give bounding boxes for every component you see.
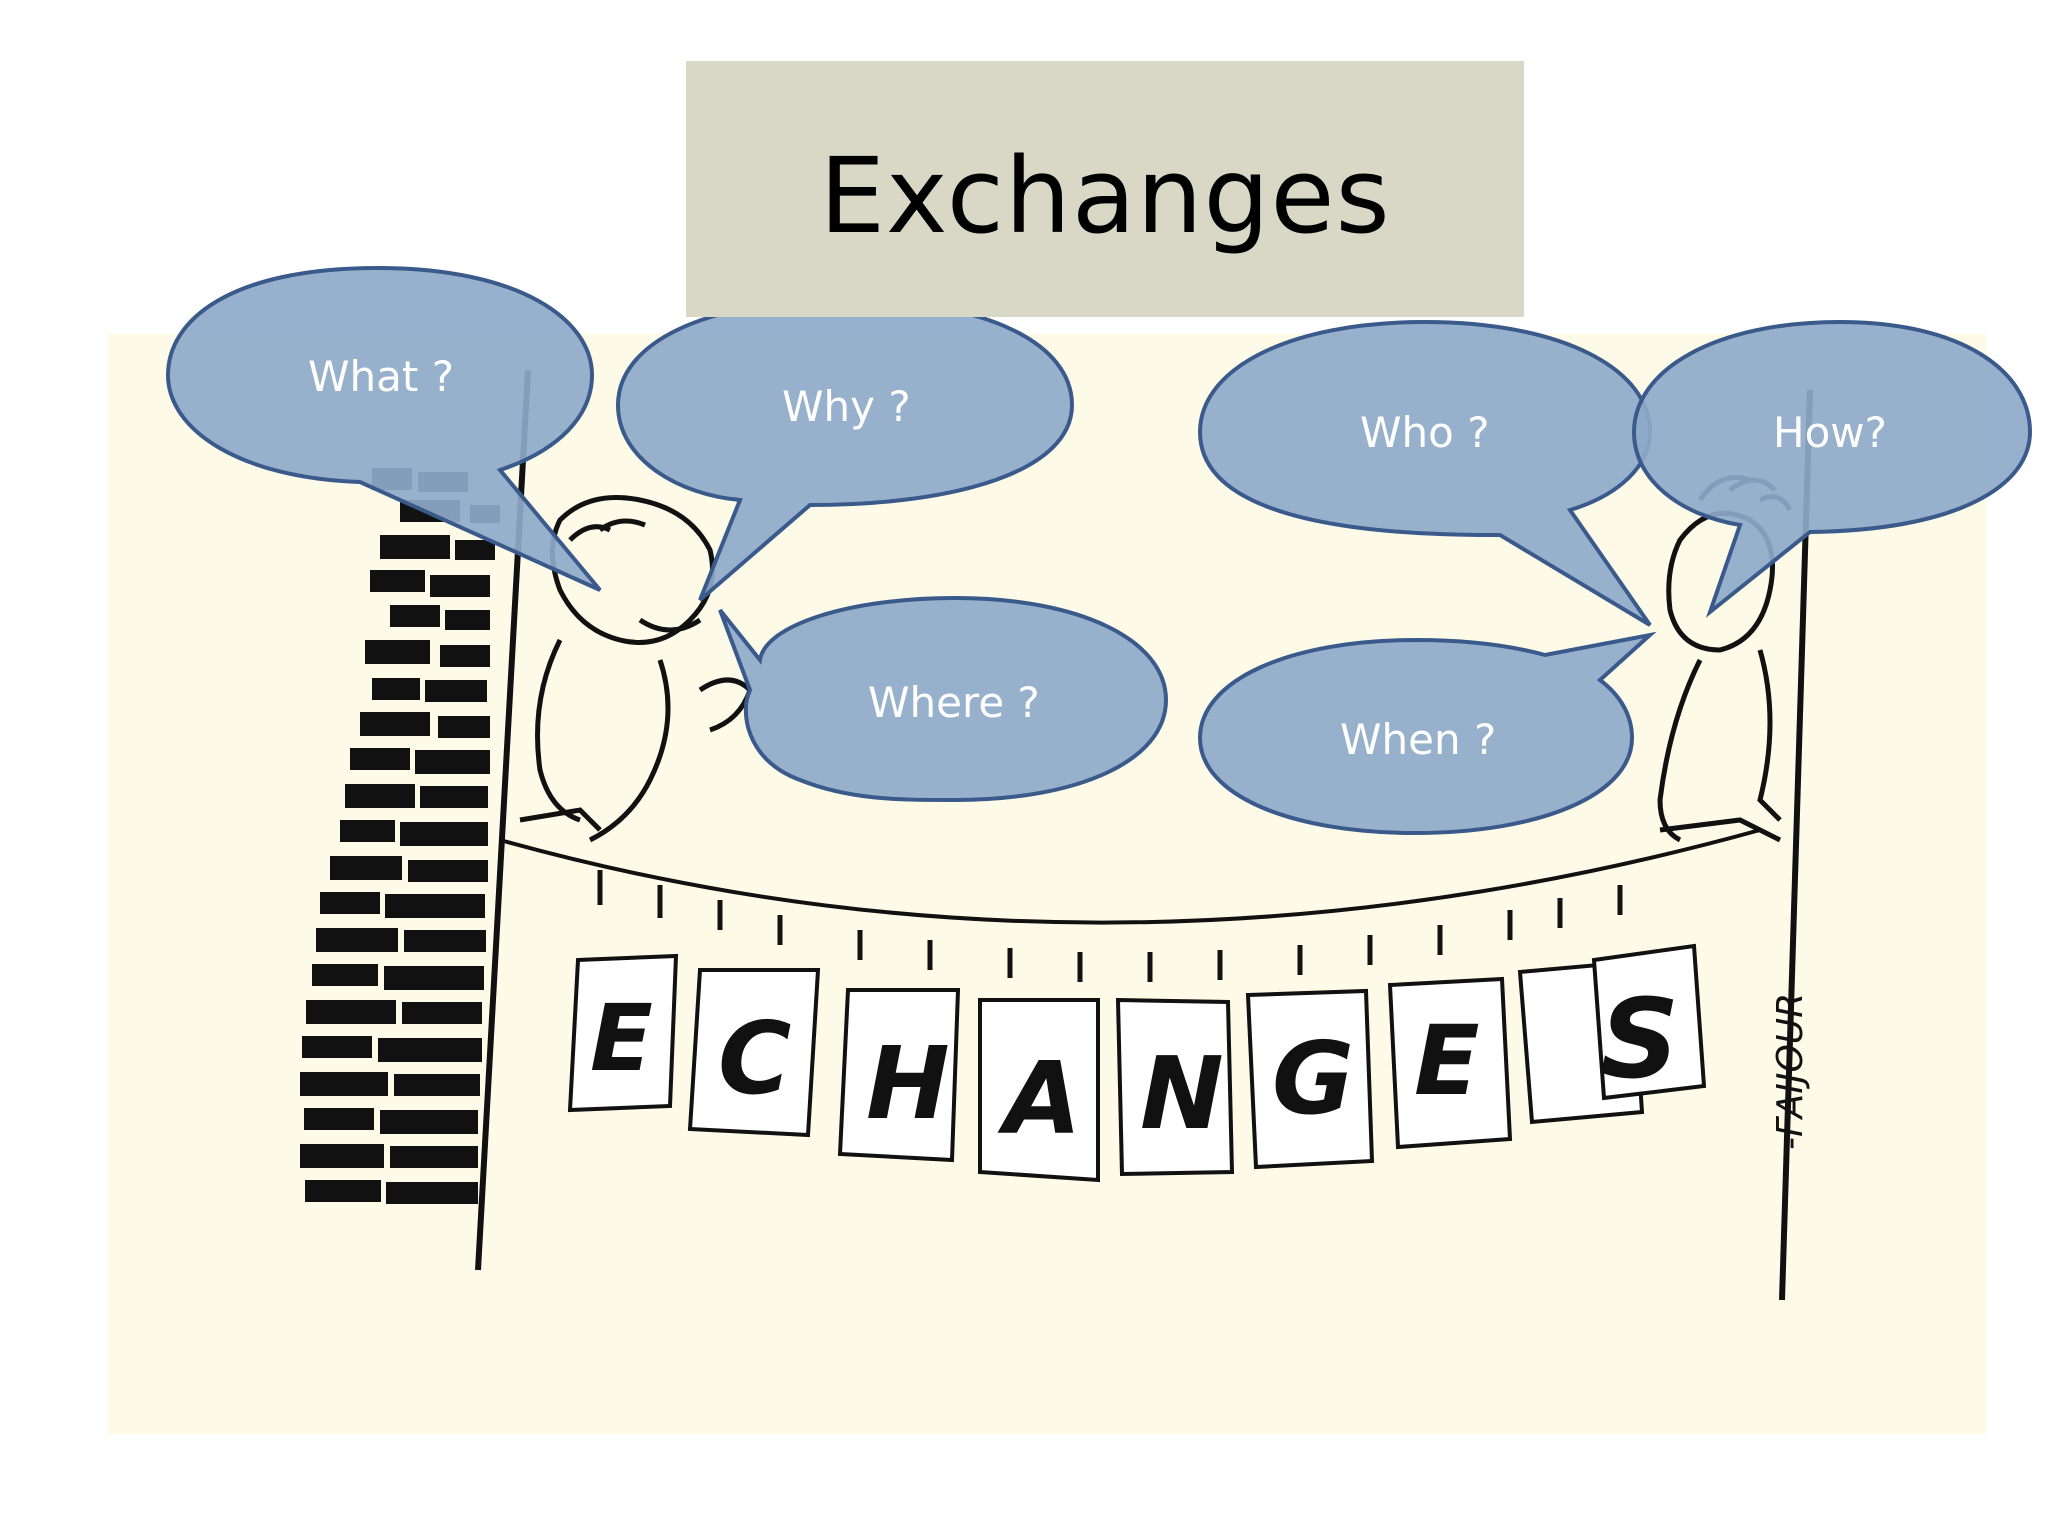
artist-signature: -FAIJOUR- — [1770, 979, 1811, 1150]
banner-letter-e1: E — [590, 985, 653, 1092]
left-character — [519, 495, 753, 843]
bubble-who — [1197, 319, 1653, 627]
bubble-label-why: Why ? — [782, 382, 911, 431]
banner-letter-c: C — [718, 1000, 792, 1117]
bubble-what — [165, 265, 602, 592]
banner-letter-a: A — [1004, 1040, 1082, 1157]
banner-letter-h: H — [866, 1025, 950, 1142]
bubble-label-what: What ? — [308, 352, 454, 401]
bubble-where — [718, 595, 1169, 803]
banner-letter-n: N — [1140, 1035, 1224, 1152]
bubble-label-where: Where ? — [868, 678, 1040, 727]
bubble-when — [1197, 631, 1657, 836]
bubble-label-how: How? — [1773, 408, 1887, 457]
bubble-how — [1631, 319, 2033, 618]
bubble-label-who: Who ? — [1360, 408, 1490, 457]
banner-cards — [567, 943, 1707, 1183]
banner-letter-s: S — [1600, 975, 1680, 1103]
right-pole — [1779, 389, 1813, 1301]
bubble-label-when: When ? — [1340, 715, 1497, 764]
clothespins — [597, 870, 1623, 982]
brick-wall — [300, 468, 500, 1204]
bubble-why — [615, 297, 1075, 602]
clothesline — [499, 828, 1761, 925]
banner-letter-e2: E — [1414, 1005, 1480, 1117]
banner-letter-g: G — [1272, 1020, 1355, 1137]
speech-bubbles — [165, 265, 2033, 836]
slide-title: Exchanges — [819, 135, 1391, 257]
slide-title-box: Exchanges — [686, 61, 1524, 317]
